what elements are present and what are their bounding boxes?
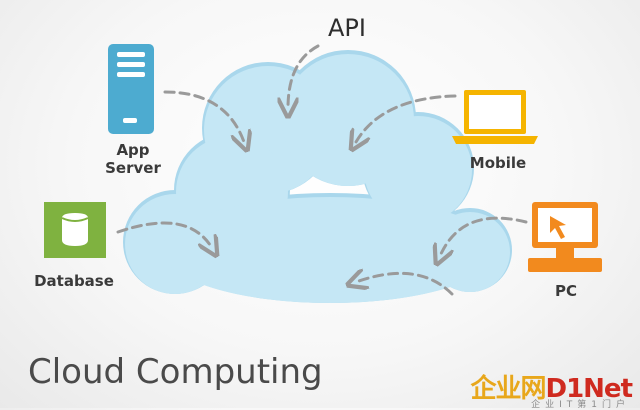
server-icon [108, 44, 154, 134]
app-server-label: App Server [105, 141, 161, 177]
database-label: Database [34, 272, 114, 290]
arrow-pc-bottom [356, 273, 454, 296]
logo-text: 企业网D1Net [470, 368, 633, 405]
logo-subtitle: 企业IT第1门户 [531, 400, 630, 410]
page-title: Cloud Computing [28, 352, 323, 392]
mobile-label: Mobile [469, 154, 527, 172]
arrow-mobile [356, 94, 457, 142]
api-label: API [328, 14, 366, 42]
logo-en: D1Net [545, 374, 633, 404]
arrow-database [116, 221, 212, 248]
watermark-logo: 企业网D1Net 企业IT第1门户 [470, 368, 640, 410]
logo-cn: 企业网 [470, 374, 546, 404]
arrow-pc-top [440, 216, 528, 256]
database-icon [44, 202, 106, 258]
cloud-shape [123, 50, 512, 303]
pc-label: PC [554, 282, 577, 300]
arrow-api [288, 44, 320, 108]
arrow-app-server [163, 90, 244, 142]
monitor-icon [528, 202, 602, 272]
laptop-icon [452, 90, 538, 144]
